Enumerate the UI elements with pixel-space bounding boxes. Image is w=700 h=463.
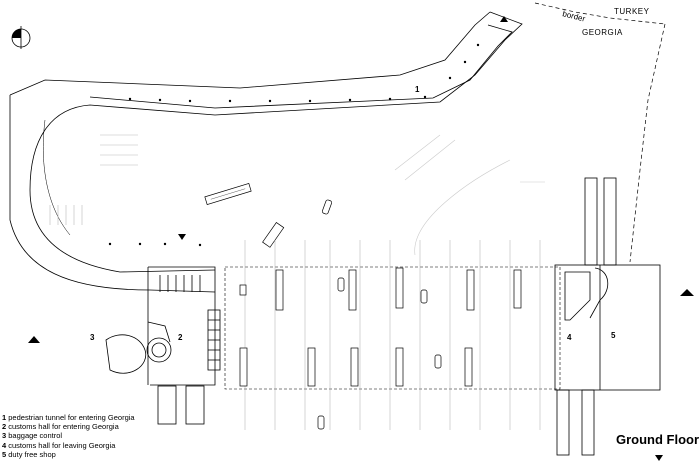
legend-text: duty free shop [8,449,56,459]
legend-number: 2 [2,422,7,432]
tunnel-markers [108,43,480,247]
section-marker-east [680,289,694,296]
border-label: border [562,9,587,23]
legend-text: baggage control [8,431,63,441]
legend-item: 5 duty free shop [2,450,135,459]
zone-number-5: 5 [611,331,616,340]
legend-number: 1 [2,413,7,422]
vehicles [204,183,442,430]
lower-footings [157,385,205,425]
border-line [534,2,666,263]
section-marker-icon [500,16,508,22]
north-arrow-icon [11,26,31,49]
legend: 1 pedestrian tunnel for entering Georgia… [2,413,135,459]
zone-number-4: 4 [567,333,572,342]
zone-number-2: 2 [178,333,183,342]
country-label-north: TURKEY [614,7,650,16]
pedestrian-tunnel [9,11,523,293]
legend-text: pedestrian tunnel for entering Georgia [8,413,135,422]
zone-number-3: 3 [90,333,95,342]
legend-item: 4 customs hall for leaving Georgia [2,441,135,450]
country-label-south: GEORGIA [582,28,623,37]
legend-number: 4 [2,440,7,450]
legend-text: customs hall for leaving Georgia [8,440,116,450]
zone-number-1: 1 [415,85,420,94]
customs-hall-entering [105,266,221,386]
parking-stripes [49,134,138,225]
legend-number: 3 [2,431,7,441]
section-marker-south [655,455,663,461]
legend-item: 3 baggage control [2,431,135,440]
section-marker-west [28,336,40,343]
customs-booths [239,267,522,387]
legend-text: customs hall for entering Georgia [8,422,119,432]
plan-title: Ground Floor [616,432,699,447]
customs-hall-leaving [554,177,661,456]
legend-number: 5 [2,449,7,459]
customs-canopy [224,266,561,390]
lane-lines [244,240,541,430]
legend-item: 2 customs hall for entering Georgia [2,422,135,431]
road-guides [394,134,545,256]
legend-item: 1 pedestrian tunnel for entering Georgia [2,413,135,422]
section-marker-north [178,234,186,240]
